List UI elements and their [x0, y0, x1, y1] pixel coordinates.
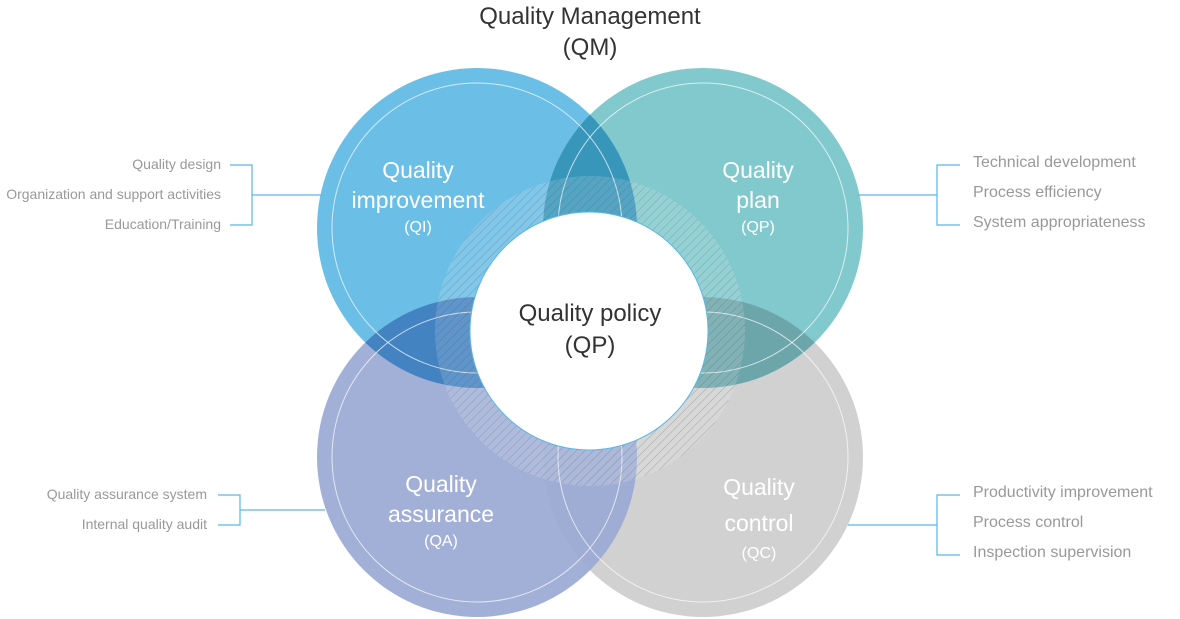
qc-item: Productivity improvement: [973, 484, 1153, 501]
diagram-subtitle: (QM): [562, 34, 618, 61]
qi-line2: improvement: [351, 187, 485, 213]
center-label: Quality policy (QP): [470, 298, 710, 362]
center-abbr: (QP): [564, 332, 616, 359]
qa-item: Internal quality audit: [81, 516, 207, 532]
qa-abbr: (QA): [424, 533, 458, 550]
qp-item: Process efficiency: [973, 184, 1102, 201]
connectors: [218, 164, 960, 556]
center-circle: [469, 211, 709, 451]
qi-abbr: (QI): [404, 219, 432, 236]
qi-item: Education/Training: [104, 216, 221, 232]
qp-label: Quality plan (QP): [648, 155, 868, 241]
qp-line2: plan: [736, 187, 780, 213]
qc-line1: Quality: [723, 474, 795, 500]
diagram-title: Quality Management: [479, 3, 701, 30]
qa-label: Quality assurance (QA): [331, 469, 551, 555]
qc-item: Inspection supervision: [973, 544, 1132, 561]
center-title: Quality policy: [518, 300, 662, 327]
qa-item: Quality assurance system: [46, 486, 207, 502]
qp-line1: Quality: [722, 157, 794, 183]
qc-abbr: (QC): [741, 545, 777, 562]
qc-label: Quality control (QC): [649, 469, 869, 567]
qi-item: Quality design: [132, 156, 221, 172]
qc-item: Process control: [973, 514, 1084, 531]
qc-line2: control: [724, 510, 794, 536]
qi-label: Quality improvement (QI): [308, 155, 528, 241]
qa-line1: Quality: [405, 471, 477, 497]
qp-item: System appropriateness: [973, 214, 1146, 231]
qi-line1: Quality: [382, 157, 454, 183]
qa-line2: assurance: [387, 501, 495, 527]
qp-abbr: (QP): [741, 219, 775, 236]
qp-item: Technical development: [973, 154, 1136, 171]
qi-item: Organization and support activities: [6, 186, 221, 202]
